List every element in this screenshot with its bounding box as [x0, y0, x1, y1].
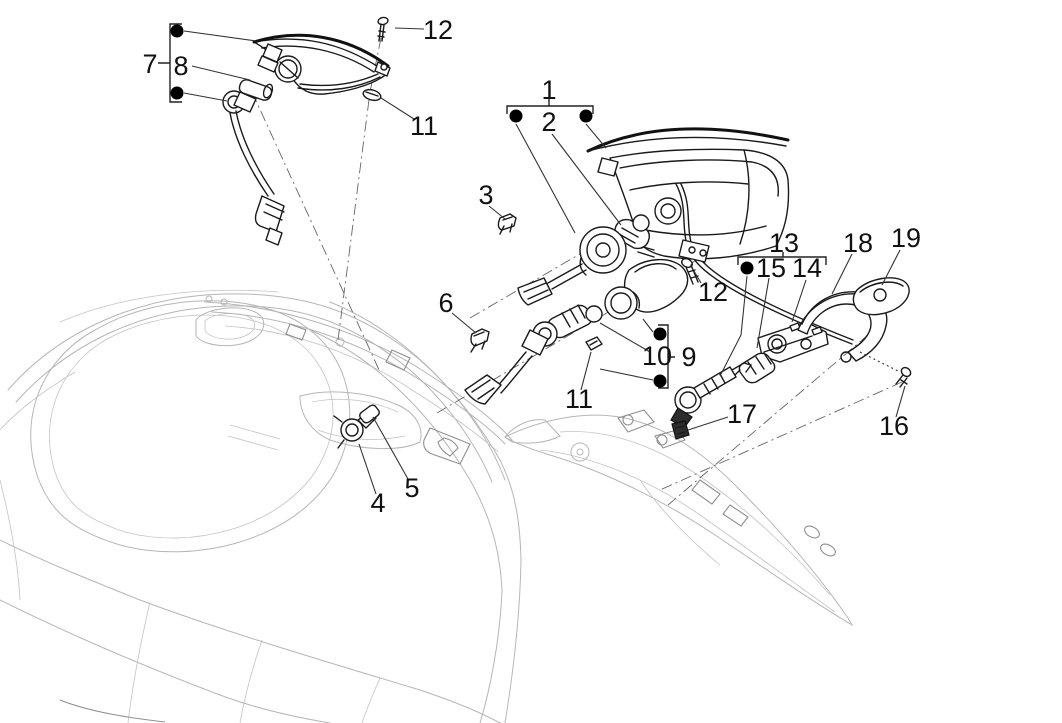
bulb-8	[238, 79, 274, 101]
callout-11: 11	[565, 384, 593, 414]
clip-3	[497, 213, 517, 235]
bracket-group-9	[658, 324, 675, 389]
callout-3: 3	[478, 180, 493, 210]
bulb-aperture	[654, 197, 682, 225]
bullet-group-7-bottom	[170, 86, 184, 100]
callout-16: 16	[879, 411, 909, 441]
cover-19	[852, 277, 910, 316]
screw-12-center	[681, 257, 699, 285]
bulb-holder-right	[464, 321, 558, 405]
bulb-holder-tail	[517, 226, 627, 306]
callout-7: 7	[142, 49, 157, 79]
bulb-holder-left	[222, 90, 285, 246]
body-mounted-parts	[333, 404, 380, 449]
callout-15: 15	[756, 253, 786, 283]
callout-11: 11	[410, 111, 438, 141]
clip-11-left	[362, 88, 382, 102]
callout-17: 17	[727, 399, 757, 429]
bulb-holder-15	[732, 352, 776, 384]
bullet-group-9-top	[653, 327, 667, 341]
bracket-group-1	[506, 97, 594, 114]
clip-11-center	[585, 336, 603, 351]
cable	[547, 263, 587, 290]
callout-4: 4	[370, 488, 385, 518]
bulb-holder-4	[333, 411, 377, 449]
license-plate-light-assembly	[670, 277, 912, 440]
screw-12-left	[377, 16, 389, 42]
tail-light-top-blade	[586, 127, 790, 153]
callout-12: 12	[698, 277, 728, 307]
bullet-group-7-top	[170, 24, 184, 38]
callout-18: 18	[843, 228, 873, 258]
callout-8: 8	[173, 51, 188, 81]
cable-connector	[464, 374, 502, 405]
callout-9: 9	[681, 342, 696, 372]
callout-13: 13	[769, 228, 799, 258]
connector-17	[671, 420, 690, 440]
turn-signal-right-assembly	[464, 259, 689, 405]
bullet-group-1-left	[509, 109, 523, 123]
bullet-group-9-bottom	[653, 374, 667, 388]
callout-12: 12	[423, 15, 453, 45]
callout-10: 10	[642, 341, 672, 371]
cable	[229, 110, 275, 197]
tail-light-assembly	[497, 127, 854, 345]
cable-connector	[517, 277, 553, 306]
callout-14: 14	[792, 253, 822, 283]
rear-fairing-wireframe	[503, 409, 854, 627]
screw-16	[895, 366, 912, 388]
bracket-group-7	[158, 23, 182, 103]
scooter-body-wireframe	[0, 289, 522, 723]
bracket-group-13	[737, 252, 827, 265]
cable	[494, 351, 533, 394]
bullet-group-13	[740, 261, 754, 275]
callout-19: 19	[891, 223, 921, 253]
callout-2: 2	[541, 107, 556, 137]
callout-6: 6	[438, 288, 453, 318]
callout-graphics	[158, 23, 906, 495]
bullet-group-1-right	[579, 109, 593, 123]
bulb-5	[359, 404, 380, 424]
turn-signal-left-assembly	[222, 16, 391, 246]
callout-5: 5	[404, 473, 419, 503]
callout-1: 1	[541, 75, 556, 105]
clip-6	[470, 328, 490, 353]
socket-ring	[604, 286, 638, 320]
